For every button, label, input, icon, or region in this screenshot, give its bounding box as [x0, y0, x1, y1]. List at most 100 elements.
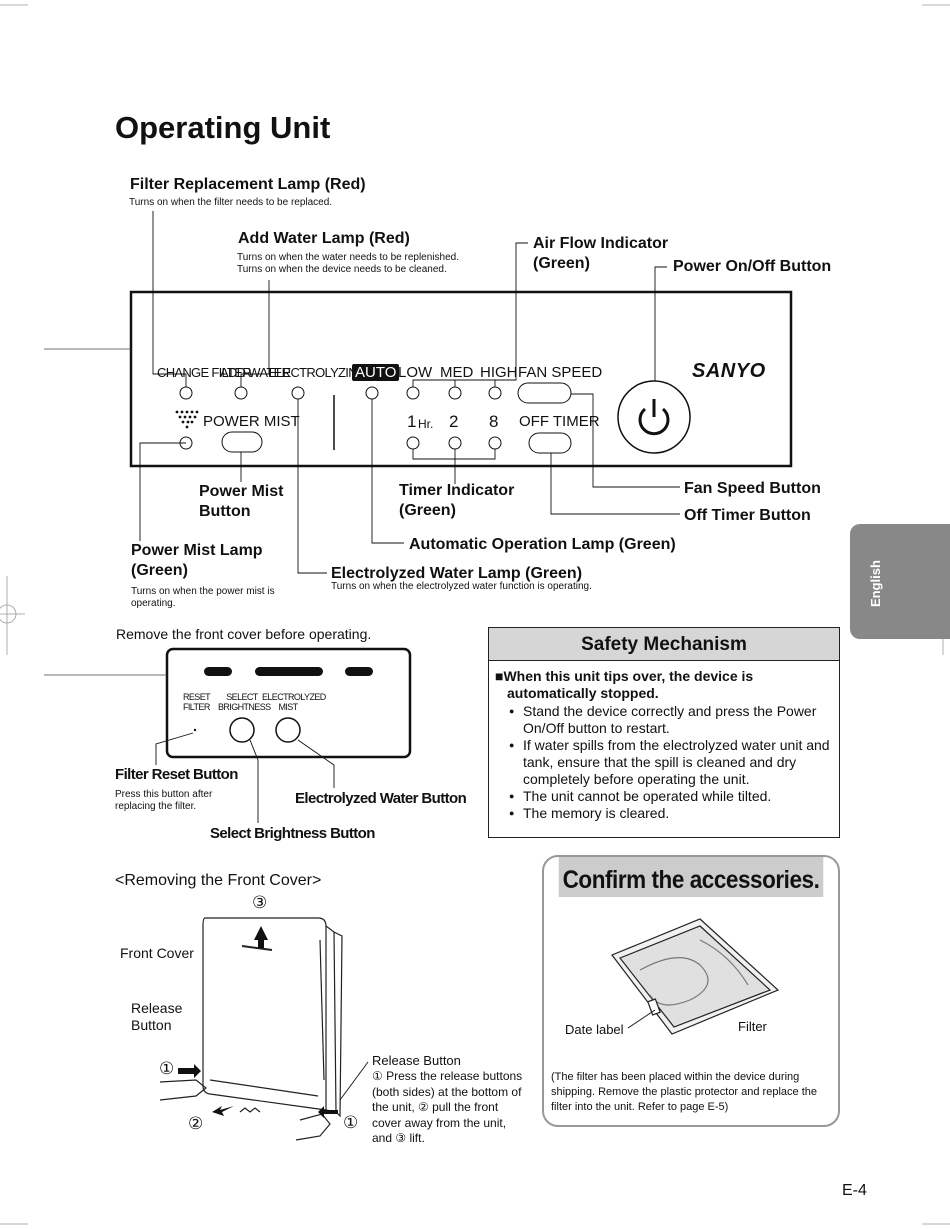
- safety-mechanism-box: Safety Mechanism ■When this unit tips ov…: [488, 627, 840, 838]
- control-panel-outline: [129, 290, 793, 468]
- release-line: and ③ lift.: [372, 1131, 425, 1145]
- power-mist-lamp-label-2: (Green): [131, 562, 188, 579]
- change-filter-text: CHANGE FILTER: [157, 365, 252, 380]
- release-line: (both sides) at the bottom of: [372, 1084, 522, 1099]
- step-3-marker: ③: [252, 893, 268, 912]
- electrolyzed-lamp-label: Electrolyzed Water Lamp (Green): [331, 565, 583, 582]
- air-flow-label-1: Air Flow Indicator: [533, 235, 669, 252]
- reset-filter-text-2: FILTER: [183, 702, 210, 712]
- fan-speed-button-label: Fan Speed Button: [684, 480, 821, 497]
- select-brightness-text-1: SELECT: [226, 692, 258, 702]
- release-label-2: Button: [131, 1017, 172, 1033]
- safety-main-2: automatically stopped.: [507, 685, 659, 701]
- release-line: cover away from the unit,: [372, 1115, 507, 1130]
- release-line: the unit, ② pull the front: [372, 1100, 499, 1114]
- power-mist-lamp-desc-1: Turns on when the power mist is: [131, 586, 275, 597]
- add-water-desc-2: Turns on when the device needs to be cle…: [237, 264, 447, 275]
- safety-item: The memory is cleared.: [509, 805, 833, 822]
- timer-hr-text: Hr.: [418, 417, 434, 431]
- small-panel-outline: [165, 647, 412, 759]
- timer-2h-lamp: [448, 436, 462, 450]
- electrolyzing-lamp: [291, 386, 305, 400]
- safety-main-1: ■When this unit tips over, the device is: [495, 668, 754, 684]
- page-number: E-4: [842, 1182, 867, 1199]
- off-timer-button-shape: [528, 432, 572, 454]
- accessories-note-2: shipping. Remove the plastic protector a…: [551, 1086, 817, 1098]
- med-lamp: [448, 386, 462, 400]
- language-tab[interactable]: [850, 524, 950, 639]
- power-mist-lamp-desc-2: operating.: [131, 598, 176, 609]
- timer-1h-lamp: [406, 436, 420, 450]
- date-label-text: Date label: [565, 1022, 624, 1037]
- electrolyzing-text: ELECTROLYZING: [268, 365, 367, 380]
- page-title: Operating Unit: [115, 110, 331, 145]
- sanyo-logo: SANYO: [692, 360, 766, 382]
- select-brightness-text-2: BRIGHTNESS: [218, 702, 271, 712]
- release-label-1: Release: [131, 1000, 183, 1016]
- timer-8h-lamp: [488, 436, 502, 450]
- power-mist-button-label-2: Button: [199, 503, 251, 520]
- reset-filter-text-1: RESET: [183, 692, 211, 702]
- fan-speed-button-shape: [517, 382, 572, 404]
- change-filter-lamp: [179, 386, 193, 400]
- high-lamp: [488, 386, 502, 400]
- power-button-label: Power On/Off Button: [673, 258, 832, 275]
- power-mist-lamp-label-1: Power Mist Lamp: [131, 542, 263, 559]
- filter-illustration: [611, 918, 780, 1035]
- accessories-note-1: (The filter has been placed within the d…: [551, 1071, 800, 1083]
- filter-lamp-desc: Turns on when the filter needs to be rep…: [129, 197, 333, 208]
- filter-reset-button-label: Filter Reset Button: [115, 766, 238, 783]
- add-water-desc-1: Turns on when the water needs to be repl…: [237, 252, 459, 263]
- med-text: MED: [440, 364, 474, 381]
- accessories-note-3: filter into the unit. Refer to page E-5): [551, 1101, 729, 1113]
- add-water-lamp-label: Add Water Lamp (Red): [238, 230, 410, 247]
- step-1-marker-right: ①: [343, 1113, 359, 1132]
- filter-reset-desc-1: Press this button after: [115, 789, 213, 800]
- high-text: HIGH: [480, 364, 518, 381]
- safety-item: If water spills from the electrolyzed wa…: [509, 737, 833, 788]
- unit-illustration: [159, 917, 343, 1141]
- accessories-note: (The filter has been placed within the d…: [551, 1070, 817, 1115]
- electrolyzed-lamp-desc: Turns on when the electrolyzed water fun…: [331, 581, 592, 592]
- timer-2-text: 2: [449, 412, 459, 431]
- off-timer-button-label: Off Timer Button: [684, 507, 811, 524]
- safety-item: Stand the device correctly and press the…: [509, 703, 833, 737]
- release-instructions: ① Press the release buttons (both sides)…: [372, 1069, 522, 1147]
- select-brightness-button-label: Select Brightness Button: [210, 825, 375, 842]
- power-mist-button-shape: [221, 431, 263, 453]
- low-text: LOW: [398, 364, 433, 381]
- electrolyzed-water-button-label: Electrolyzed Water Button: [295, 790, 467, 807]
- release-line: ① Press the release buttons: [372, 1069, 523, 1083]
- power-mist-text: POWER MIST: [203, 413, 300, 430]
- electrolyzed-mist-text-1: ELECTROLYZED: [262, 692, 326, 702]
- air-flow-label-2: (Green): [533, 255, 590, 272]
- auto-lamp-label: Automatic Operation Lamp (Green): [409, 536, 676, 553]
- power-icon: [638, 399, 670, 436]
- low-lamp: [406, 386, 420, 400]
- electrolyzed-mist-text-2: MIST: [278, 702, 298, 712]
- add-water-text: ADD WATER: [220, 365, 291, 380]
- timer-1-text: 1: [407, 412, 417, 431]
- timer-8-text: 8: [489, 412, 499, 431]
- fan-speed-text: FAN SPEED: [518, 364, 603, 381]
- front-cover-label: Front Cover: [120, 945, 194, 961]
- select-brightness-button-shape: [229, 717, 255, 743]
- add-water-lamp: [234, 386, 248, 400]
- language-tab-label: English: [868, 560, 883, 607]
- auto-lamp: [365, 386, 379, 400]
- auto-text: AUTO: [352, 364, 400, 381]
- filter-text: Filter: [738, 1019, 767, 1034]
- safety-heading: Safety Mechanism: [489, 628, 839, 661]
- filter-lamp-label: Filter Replacement Lamp (Red): [130, 176, 366, 193]
- accessories-box: Confirm the accessories.: [542, 855, 840, 1127]
- timer-indicator-label-1: Timer Indicator: [399, 482, 515, 499]
- step-1-marker-left: ①: [159, 1059, 175, 1078]
- off-timer-text: OFF TIMER: [519, 413, 600, 430]
- electrolyzed-mist-button-shape: [275, 717, 301, 743]
- step-2-marker: ②: [188, 1114, 204, 1133]
- accessories-heading: Confirm the accessories.: [558, 857, 824, 897]
- power-mist-button-label-1: Power Mist: [199, 483, 284, 500]
- front-cover-note: Remove the front cover before operating.: [116, 626, 372, 642]
- safety-item: The unit cannot be operated while tilted…: [509, 788, 833, 805]
